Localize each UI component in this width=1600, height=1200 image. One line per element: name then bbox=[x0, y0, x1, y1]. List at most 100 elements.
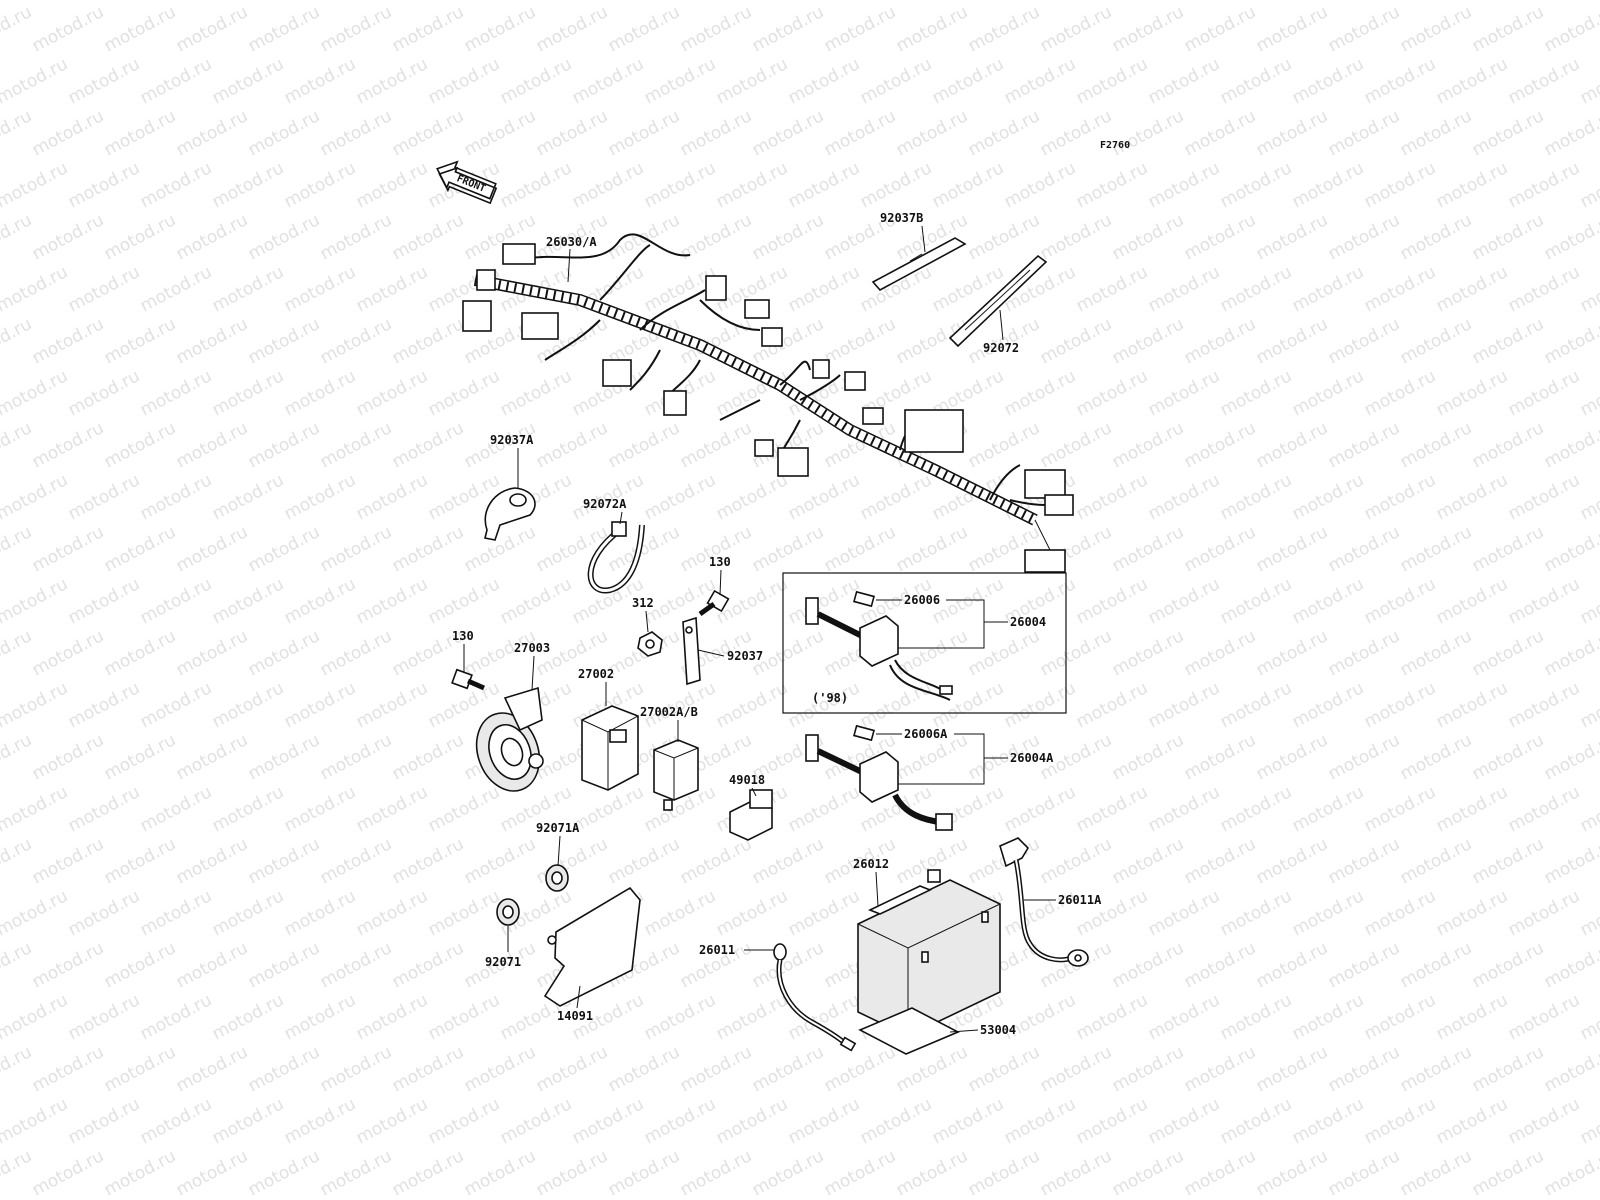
watermark-text: motod.ru bbox=[281, 470, 359, 524]
battery-cable-26011A[interactable] bbox=[999, 837, 1089, 967]
watermark-text: motod.ru bbox=[209, 262, 287, 316]
watermark-text: motod.ru bbox=[1145, 886, 1223, 940]
watermark-text: motod.ru bbox=[1145, 1094, 1223, 1148]
watermark-text: motod.ru bbox=[533, 2, 611, 56]
watermark-text: motod.ru bbox=[965, 626, 1043, 680]
watermark-text: motod.ru bbox=[29, 834, 107, 888]
watermark-text: motod.ru bbox=[281, 366, 359, 420]
bracket-92037[interactable] bbox=[682, 616, 701, 686]
label-312: 312 bbox=[632, 596, 654, 610]
tie-band-92072A[interactable] bbox=[587, 521, 645, 594]
label-26011: 26011 bbox=[699, 943, 735, 957]
watermark-text: motod.ru bbox=[0, 210, 35, 264]
watermark-text: motod.ru bbox=[461, 522, 539, 576]
watermark-text: motod.ru bbox=[1397, 1146, 1475, 1200]
watermark-text: motod.ru bbox=[1217, 158, 1295, 212]
watermark-text: motod.ru bbox=[1469, 834, 1547, 888]
watermark-text: motod.ru bbox=[1541, 314, 1600, 368]
watermark-text: motod.ru bbox=[1505, 574, 1583, 628]
horn-27003[interactable] bbox=[466, 686, 550, 800]
watermark-text: motod.ru bbox=[1253, 210, 1331, 264]
watermark-text: motod.ru bbox=[209, 470, 287, 524]
watermark-text: motod.ru bbox=[749, 210, 827, 264]
fuse-holder-26004[interactable] bbox=[805, 597, 953, 701]
watermark-text: motod.ru bbox=[101, 106, 179, 160]
connector-49018[interactable] bbox=[729, 789, 773, 841]
watermark-text: motod.ru bbox=[749, 834, 827, 888]
watermark-text: motod.ru bbox=[1253, 1146, 1331, 1200]
watermark-text: motod.ru bbox=[137, 574, 215, 628]
watermark-text: motod.ru bbox=[425, 54, 503, 108]
watermark-text: motod.ru bbox=[1253, 418, 1331, 472]
fuse-26006[interactable] bbox=[853, 590, 875, 608]
watermark-text: motod.ru bbox=[1181, 938, 1259, 992]
watermark-text: motod.ru bbox=[821, 106, 899, 160]
watermark-text: motod.ru bbox=[1361, 0, 1439, 4]
label-92071A: 92071A bbox=[536, 821, 580, 835]
watermark-text: motod.ru bbox=[1073, 782, 1151, 836]
watermark-text: motod.ru bbox=[1181, 522, 1259, 576]
watermark-text: motod.ru bbox=[1145, 54, 1223, 108]
watermark-text: motod.ru bbox=[317, 626, 395, 680]
watermark-text: motod.ru bbox=[569, 0, 647, 4]
battery-cover-14091[interactable] bbox=[543, 886, 641, 1007]
fuse-holder-26004A[interactable] bbox=[805, 734, 953, 831]
watermark-text: motod.ru bbox=[1073, 574, 1151, 628]
watermark-text: motod.ru bbox=[1469, 1042, 1547, 1096]
watermark-text: motod.ru bbox=[1001, 54, 1079, 108]
watermark-text: motod.ru bbox=[281, 262, 359, 316]
watermark-text: motod.ru bbox=[317, 2, 395, 56]
wire-clamp-92037A[interactable] bbox=[484, 487, 536, 541]
watermark-text: motod.ru bbox=[677, 2, 755, 56]
relay-27002[interactable] bbox=[581, 705, 639, 791]
watermark-text: motod.ru bbox=[1145, 366, 1223, 420]
grommet-92071A[interactable] bbox=[545, 864, 569, 892]
battery-pad-53004[interactable] bbox=[858, 1007, 960, 1055]
watermark-text: motod.ru bbox=[677, 834, 755, 888]
watermark-text: motod.ru bbox=[641, 1094, 719, 1148]
watermark-text: motod.ru bbox=[677, 1146, 755, 1200]
watermark-text: motod.ru bbox=[1181, 314, 1259, 368]
watermark-text: motod.ru bbox=[605, 1146, 683, 1200]
watermark-text: motod.ru bbox=[929, 158, 1007, 212]
watermark-text: motod.ru bbox=[605, 106, 683, 160]
watermark-text: motod.ru bbox=[425, 990, 503, 1044]
grommet-92071[interactable] bbox=[496, 898, 520, 926]
watermark-text: motod.ru bbox=[101, 1042, 179, 1096]
nut-312[interactable] bbox=[637, 631, 663, 657]
watermark-text: motod.ru bbox=[1433, 54, 1511, 108]
watermark-text: motod.ru bbox=[461, 106, 539, 160]
watermark-text: motod.ru bbox=[245, 938, 323, 992]
main-wiring-harness[interactable] bbox=[462, 233, 1074, 573]
watermark-text: motod.ru bbox=[245, 1042, 323, 1096]
battery-cable-26011[interactable] bbox=[773, 943, 857, 1052]
wire-clamp-92037B[interactable] bbox=[871, 237, 967, 292]
watermark-text: motod.ru bbox=[1577, 886, 1600, 940]
watermark-text: motod.ru bbox=[785, 54, 863, 108]
watermark-text: motod.ru bbox=[281, 0, 359, 4]
watermark-text: motod.ru bbox=[1289, 782, 1367, 836]
watermark-text: motod.ru bbox=[1541, 210, 1600, 264]
watermark-text: motod.ru bbox=[1577, 990, 1600, 1044]
label-26004: 26004 bbox=[1010, 615, 1046, 629]
watermark-text: motod.ru bbox=[1037, 834, 1115, 888]
watermark-text: motod.ru bbox=[1001, 1094, 1079, 1148]
watermark-text: motod.ru bbox=[1433, 158, 1511, 212]
watermark-text: motod.ru bbox=[317, 106, 395, 160]
watermark-text: motod.ru bbox=[245, 522, 323, 576]
watermark-text: motod.ru bbox=[713, 0, 791, 4]
watermark-text: motod.ru bbox=[317, 1042, 395, 1096]
watermark-text: motod.ru bbox=[1469, 106, 1547, 160]
fuse-26006A[interactable] bbox=[853, 724, 875, 742]
watermark-text: motod.ru bbox=[1433, 886, 1511, 940]
bolt-130-lower[interactable] bbox=[451, 668, 486, 691]
watermark-text: motod.ru bbox=[137, 54, 215, 108]
battery-26012[interactable] bbox=[857, 869, 1001, 1037]
tie-band-92072[interactable] bbox=[948, 254, 1048, 348]
bolt-130-upper[interactable] bbox=[698, 589, 730, 617]
watermark-text: motod.ru bbox=[1217, 782, 1295, 836]
watermark-text: motod.ru bbox=[1217, 678, 1295, 732]
watermark-text: motod.ru bbox=[1541, 1042, 1600, 1096]
watermark-text: motod.ru bbox=[785, 782, 863, 836]
watermark-text: motod.ru bbox=[0, 1042, 35, 1096]
